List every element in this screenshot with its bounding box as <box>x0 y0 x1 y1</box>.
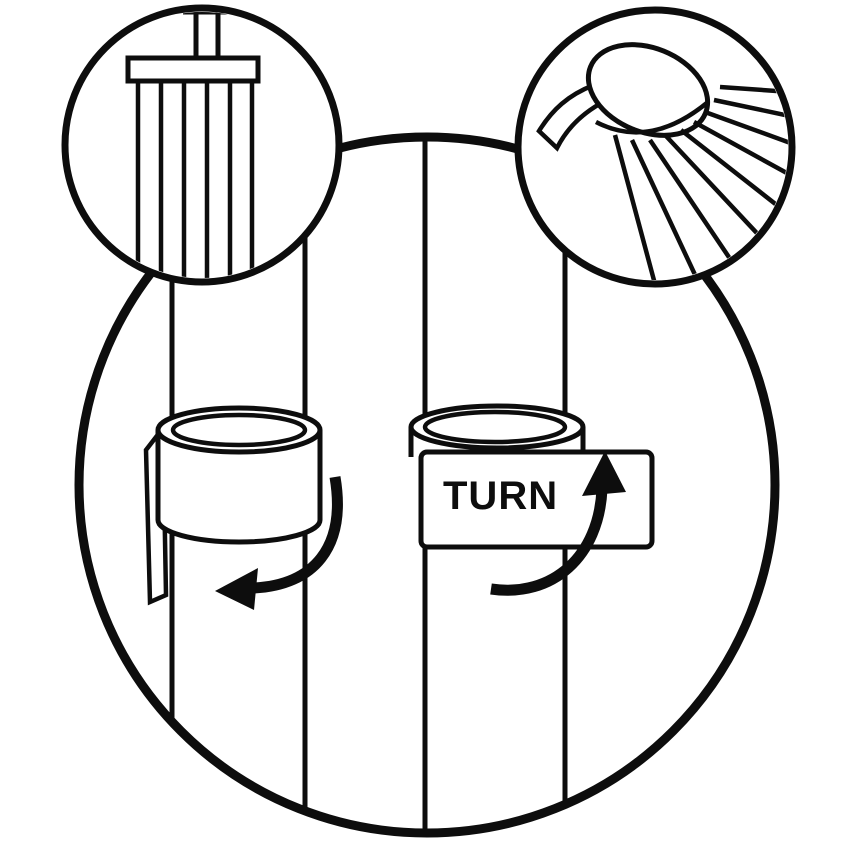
spray-line <box>612 134 662 280</box>
turn-tag: TURN <box>418 449 655 550</box>
spray-line <box>692 120 788 206</box>
spray-line <box>713 97 788 138</box>
shower-head-edge <box>125 55 261 84</box>
water-stream-lines <box>135 81 255 278</box>
showerhead-handle <box>536 82 609 152</box>
showerhead-face-line <box>594 100 710 135</box>
main-view: TURN <box>74 132 780 838</box>
spray-line <box>719 84 788 102</box>
counterclockwise-arrow-icon <box>215 476 343 610</box>
detail-circle-left <box>61 4 343 286</box>
arrow-head <box>582 451 626 496</box>
overhead-shower-detail <box>61 4 343 286</box>
right-locking-collar <box>408 403 586 457</box>
spray-line <box>704 109 788 173</box>
upward-turn-arrow-icon <box>490 451 626 596</box>
showerhead-spray-detail <box>514 6 796 288</box>
spray-line <box>629 139 707 280</box>
left-locking-collar <box>155 405 323 545</box>
arrow-head <box>215 568 258 610</box>
collar-inner-rim <box>422 409 568 445</box>
arrow-shaft <box>490 488 608 596</box>
collar-inner-rim <box>170 412 308 448</box>
arrow-shaft <box>253 476 343 594</box>
spray-line <box>679 128 788 237</box>
turn-label: TURN <box>443 474 558 518</box>
collar-body <box>155 430 323 545</box>
